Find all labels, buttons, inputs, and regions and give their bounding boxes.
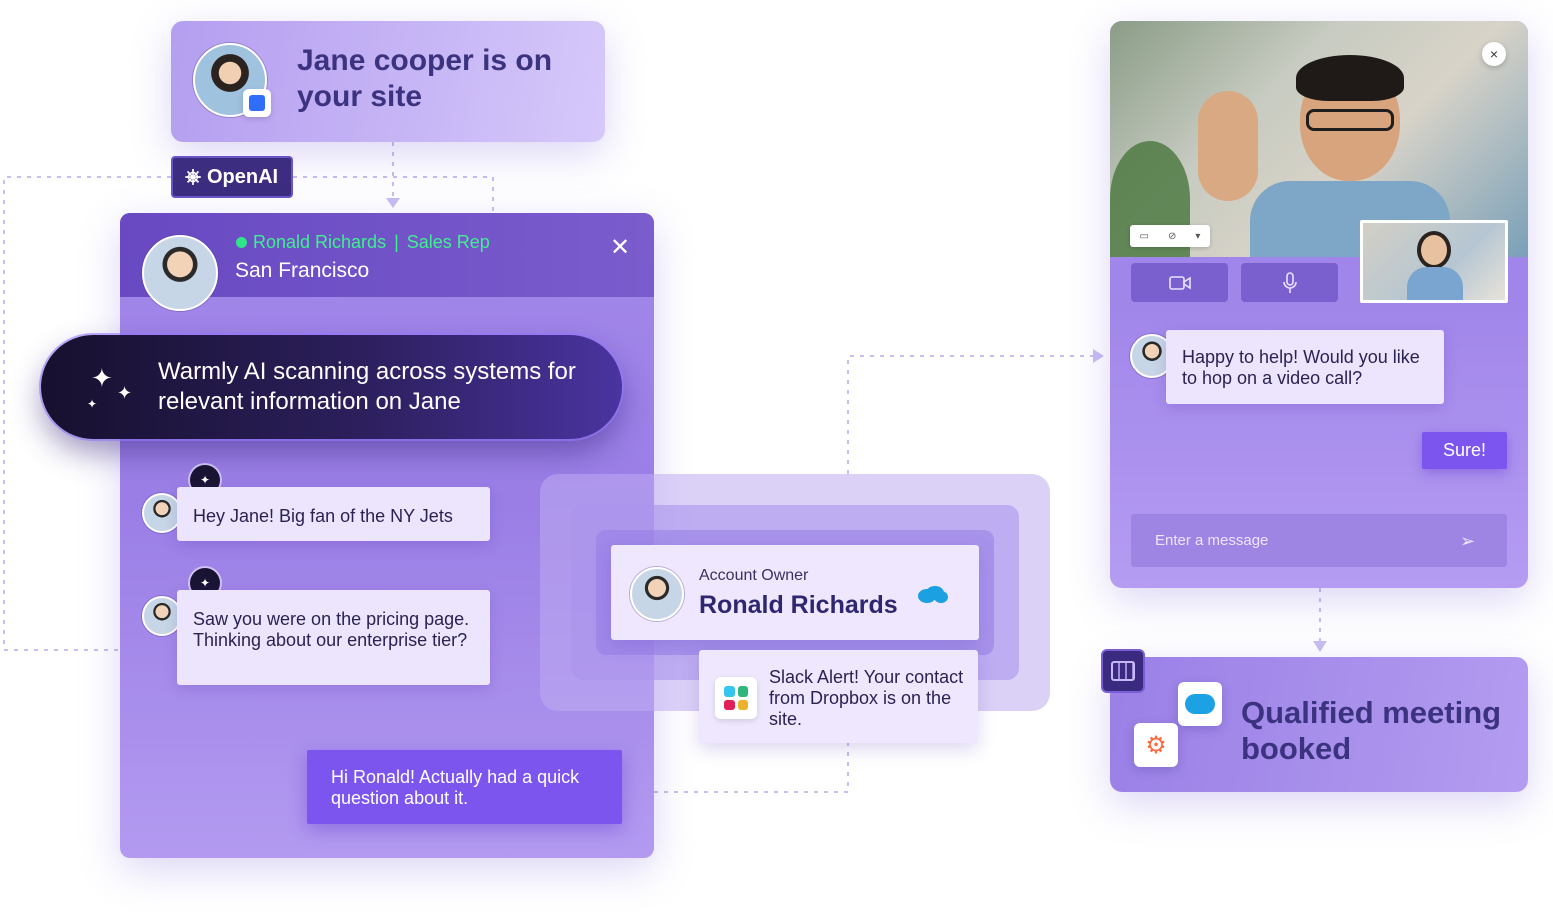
sure-button[interactable]: Sure! <box>1422 432 1507 469</box>
openai-label: OpenAI <box>207 165 279 188</box>
visitor-alert-card: Jane cooper is on your site <box>171 21 605 142</box>
send-icon[interactable]: ➢ <box>1460 531 1476 551</box>
message-input[interactable]: Enter a message <box>1131 514 1507 567</box>
chat-header: Ronald Richards | Sales Rep San Francisc… <box>120 213 654 311</box>
sparkles-icon: ✦ ✦ ✦ <box>87 363 133 411</box>
rep-message-bubble: Saw you were on the pricing page. Thinki… <box>177 590 490 685</box>
rep-name: Ronald Richards <box>253 232 387 252</box>
toggle-camera-button[interactable] <box>1131 263 1228 302</box>
slack-icon <box>715 677 757 719</box>
rep-avatar <box>142 235 218 311</box>
openai-logo-icon: ⎈ <box>185 166 201 188</box>
owner-avatar <box>630 567 684 621</box>
hubspot-icon: ⚙ <box>1134 723 1178 767</box>
rep-name-line: Ronald Richards | Sales Rep <box>253 232 490 253</box>
mini-media-controls[interactable]: ▭ ⊘ ▾ <box>1130 225 1210 247</box>
toggle-mic-button[interactable] <box>1241 263 1338 302</box>
rep-message-bubble: Happy to help! Would you like to hop on … <box>1166 330 1444 404</box>
dropbox-icon <box>243 89 271 117</box>
account-owner-card: Account Owner Ronald Richards <box>611 545 979 640</box>
account-owner-name: Ronald Richards <box>699 591 898 619</box>
rep-location: San Francisco <box>235 259 370 282</box>
remote-video-feed: ▭ ⊘ ▾ <box>1110 21 1528 257</box>
camera-icon[interactable]: ▭ <box>1139 230 1149 242</box>
calendar-icon <box>1101 649 1145 693</box>
name-separator: | <box>394 232 399 252</box>
microphone-icon <box>1282 271 1297 293</box>
video-close-button[interactable]: × <box>1482 42 1506 66</box>
rep-message-bubble: Hey Jane! Big fan of the NY Jets <box>177 487 490 541</box>
video-call-panel: ▭ ⊘ ▾ × Happy to help! Would you like to… <box>1110 21 1528 588</box>
video-camera-icon <box>1168 275 1191 290</box>
openai-badge: ⎈ OpenAI <box>171 156 293 198</box>
visitor-alert-title: Jane cooper is on your site <box>297 44 553 113</box>
salesforce-icon <box>918 586 948 603</box>
chat-close-button[interactable]: ✕ <box>610 234 631 261</box>
ai-scanning-text: Warmly AI scanning across systems for re… <box>158 358 576 415</box>
self-video-preview <box>1360 220 1508 303</box>
slack-alert-card: Slack Alert! Your contact from Dropbox i… <box>699 650 978 743</box>
rep-message-avatar <box>142 596 182 636</box>
caller-hair <box>1296 55 1404 101</box>
caller-glasses <box>1306 109 1394 131</box>
waving-hand <box>1198 91 1258 201</box>
mic-off-icon[interactable]: ⊘ <box>1168 230 1177 242</box>
visitor-reply-bubble: Hi Ronald! Actually had a quick question… <box>307 750 622 824</box>
meeting-booked-title: Qualified meeting booked <box>1241 695 1502 766</box>
rep-role: Sales Rep <box>406 232 490 252</box>
self-body <box>1407 267 1463 300</box>
rep-message-avatar <box>142 493 182 533</box>
salesforce-icon <box>1178 682 1222 726</box>
online-status-icon <box>236 237 247 248</box>
self-head <box>1421 235 1447 265</box>
chevron-down-icon[interactable]: ▾ <box>1195 230 1201 242</box>
account-owner-label: Account Owner <box>699 567 809 584</box>
slack-alert-text: Slack Alert! Your contact from Dropbox i… <box>769 667 964 729</box>
ai-scanning-banner: ✦ ✦ ✦ Warmly AI scanning across systems … <box>41 335 622 439</box>
